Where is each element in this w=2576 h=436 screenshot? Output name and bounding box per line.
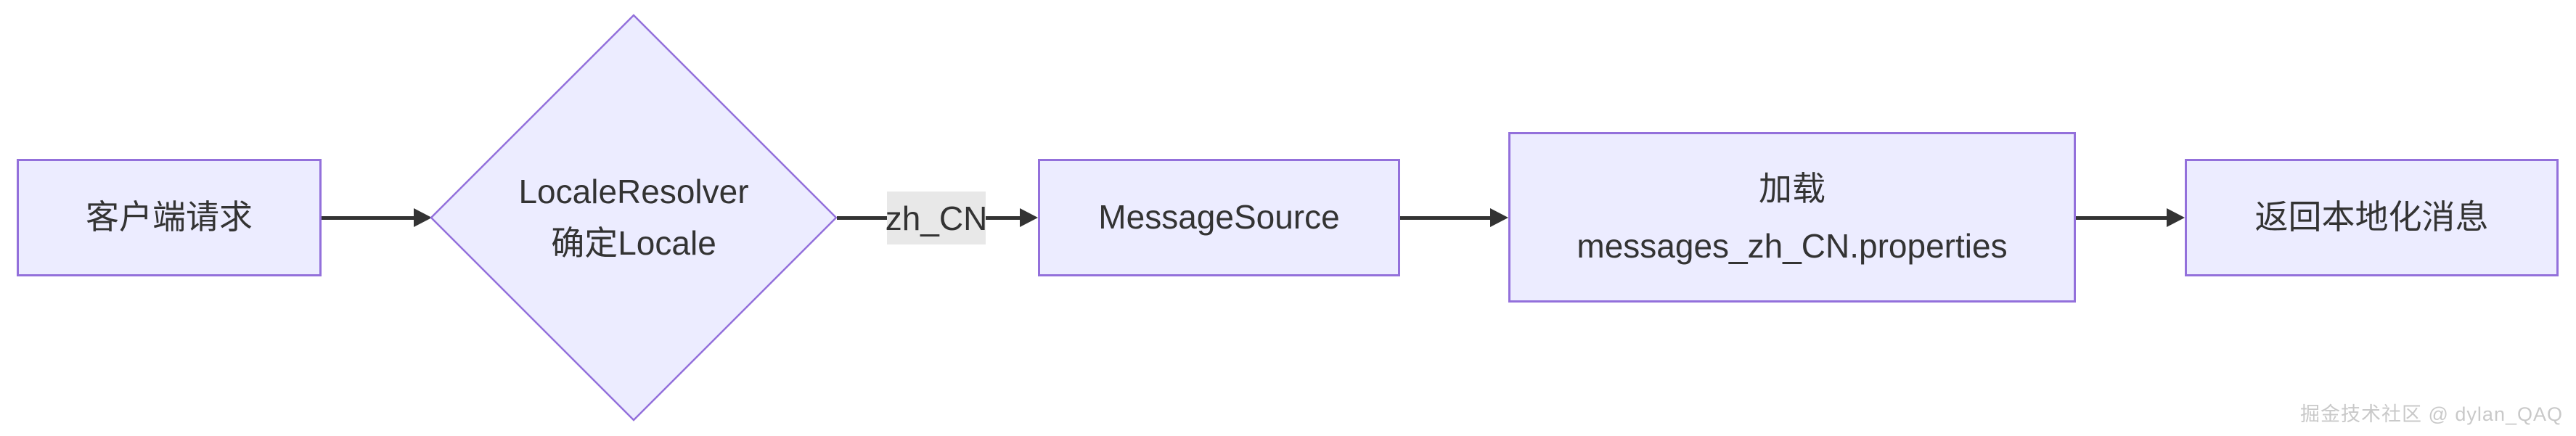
diamond-shape [430, 14, 838, 421]
node-locale-resolver-label: LocaleResolver 确定Locale [518, 172, 749, 262]
node-locale-resolver: LocaleResolver 确定Locale [429, 13, 838, 422]
edge-label-zh-cn: zh_CN [886, 192, 987, 244]
arrowhead-icon [1490, 208, 1508, 227]
edge-load-to-return [2076, 216, 2170, 220]
arrowhead-icon [2167, 208, 2185, 227]
node-message-source-label: MessageSource [1098, 198, 1340, 236]
node-load-properties: 加载 messages_zh_CN.properties [1508, 132, 2076, 303]
edge-messagesource-to-load [1400, 216, 1494, 220]
node-client-request-label: 客户端请求 [86, 198, 253, 236]
node-return-localized-message-label: 返回本地化消息 [2254, 198, 2489, 236]
arrowhead-icon [414, 208, 432, 227]
node-client-request: 客户端请求 [17, 159, 322, 276]
watermark: 掘金技术社区 @ dylan_QAQ [2300, 403, 2563, 425]
node-load-properties-label: 加载 messages_zh_CN.properties [1577, 170, 2008, 265]
edge-client-to-resolver [322, 216, 417, 220]
arrowhead-icon [1020, 208, 1038, 227]
node-return-localized-message: 返回本地化消息 [2185, 159, 2559, 276]
node-message-source: MessageSource [1038, 159, 1400, 276]
